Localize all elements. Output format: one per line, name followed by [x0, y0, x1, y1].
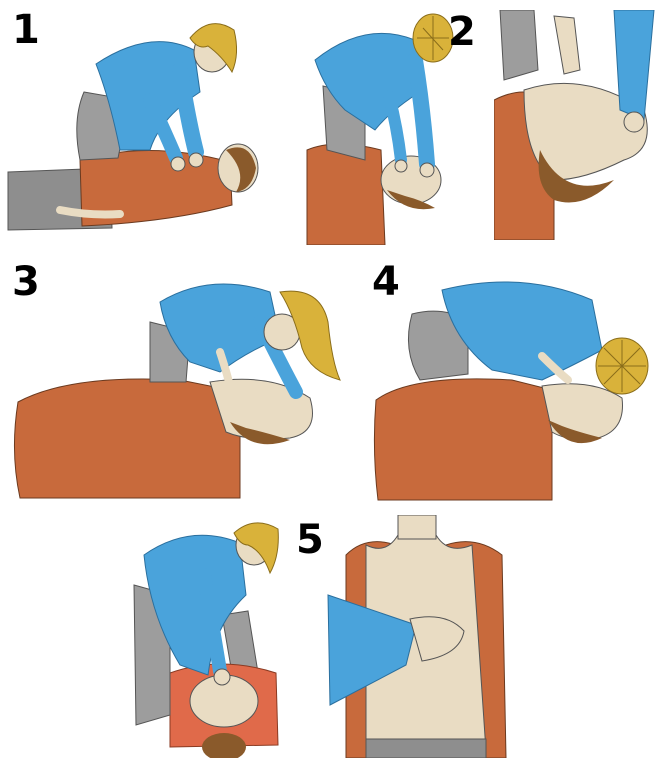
illustration-step-4-rescue-breaths [372, 270, 664, 505]
step-number-5: 5 [296, 520, 324, 560]
step-number-4: 4 [372, 262, 400, 302]
step-number-3: 3 [12, 262, 40, 302]
step-number-1: 1 [12, 10, 40, 50]
illustration-step-5-hand-placement-closeup [326, 515, 512, 758]
illustration-step-1-check-response [0, 0, 300, 240]
illustration-step-5-chest-compressions [130, 515, 310, 758]
illustration-step-3-check-breathing [10, 262, 350, 502]
illustration-step-2-head-tilt-closeup [494, 10, 664, 240]
step-number-2: 2 [448, 12, 476, 52]
